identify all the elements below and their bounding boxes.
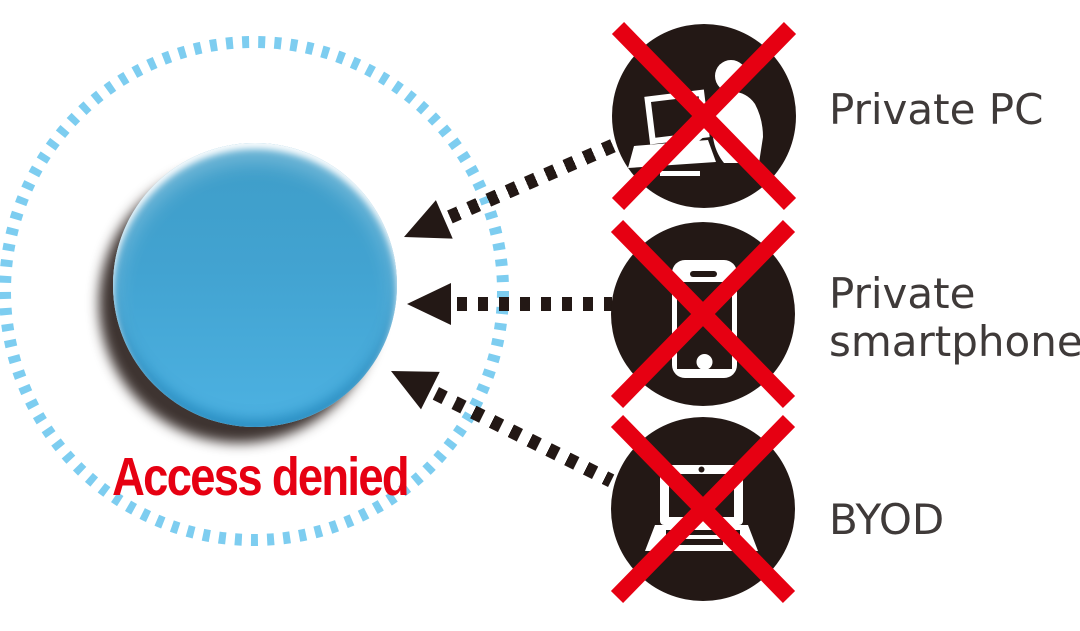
red-cross-icon: [610, 415, 796, 603]
label-private-pc: Private PC: [829, 85, 1044, 134]
blue-sphere-icon: [113, 143, 397, 427]
label-private-smartphone: Private smartphone: [829, 269, 1080, 366]
label-byod: BYOD: [829, 495, 945, 544]
arrowhead-icon: [407, 283, 451, 325]
access-denied-label: Access denied: [112, 447, 410, 507]
dashed-line: [457, 297, 612, 311]
dotted-ring-icon: [0, 36, 509, 546]
arrow-private-smartphone: [407, 282, 612, 326]
red-cross-icon: [611, 22, 797, 210]
label-panel: Private PC Private smartphone BYOD: [825, 62, 1080, 593]
red-cross-icon: [610, 220, 796, 408]
